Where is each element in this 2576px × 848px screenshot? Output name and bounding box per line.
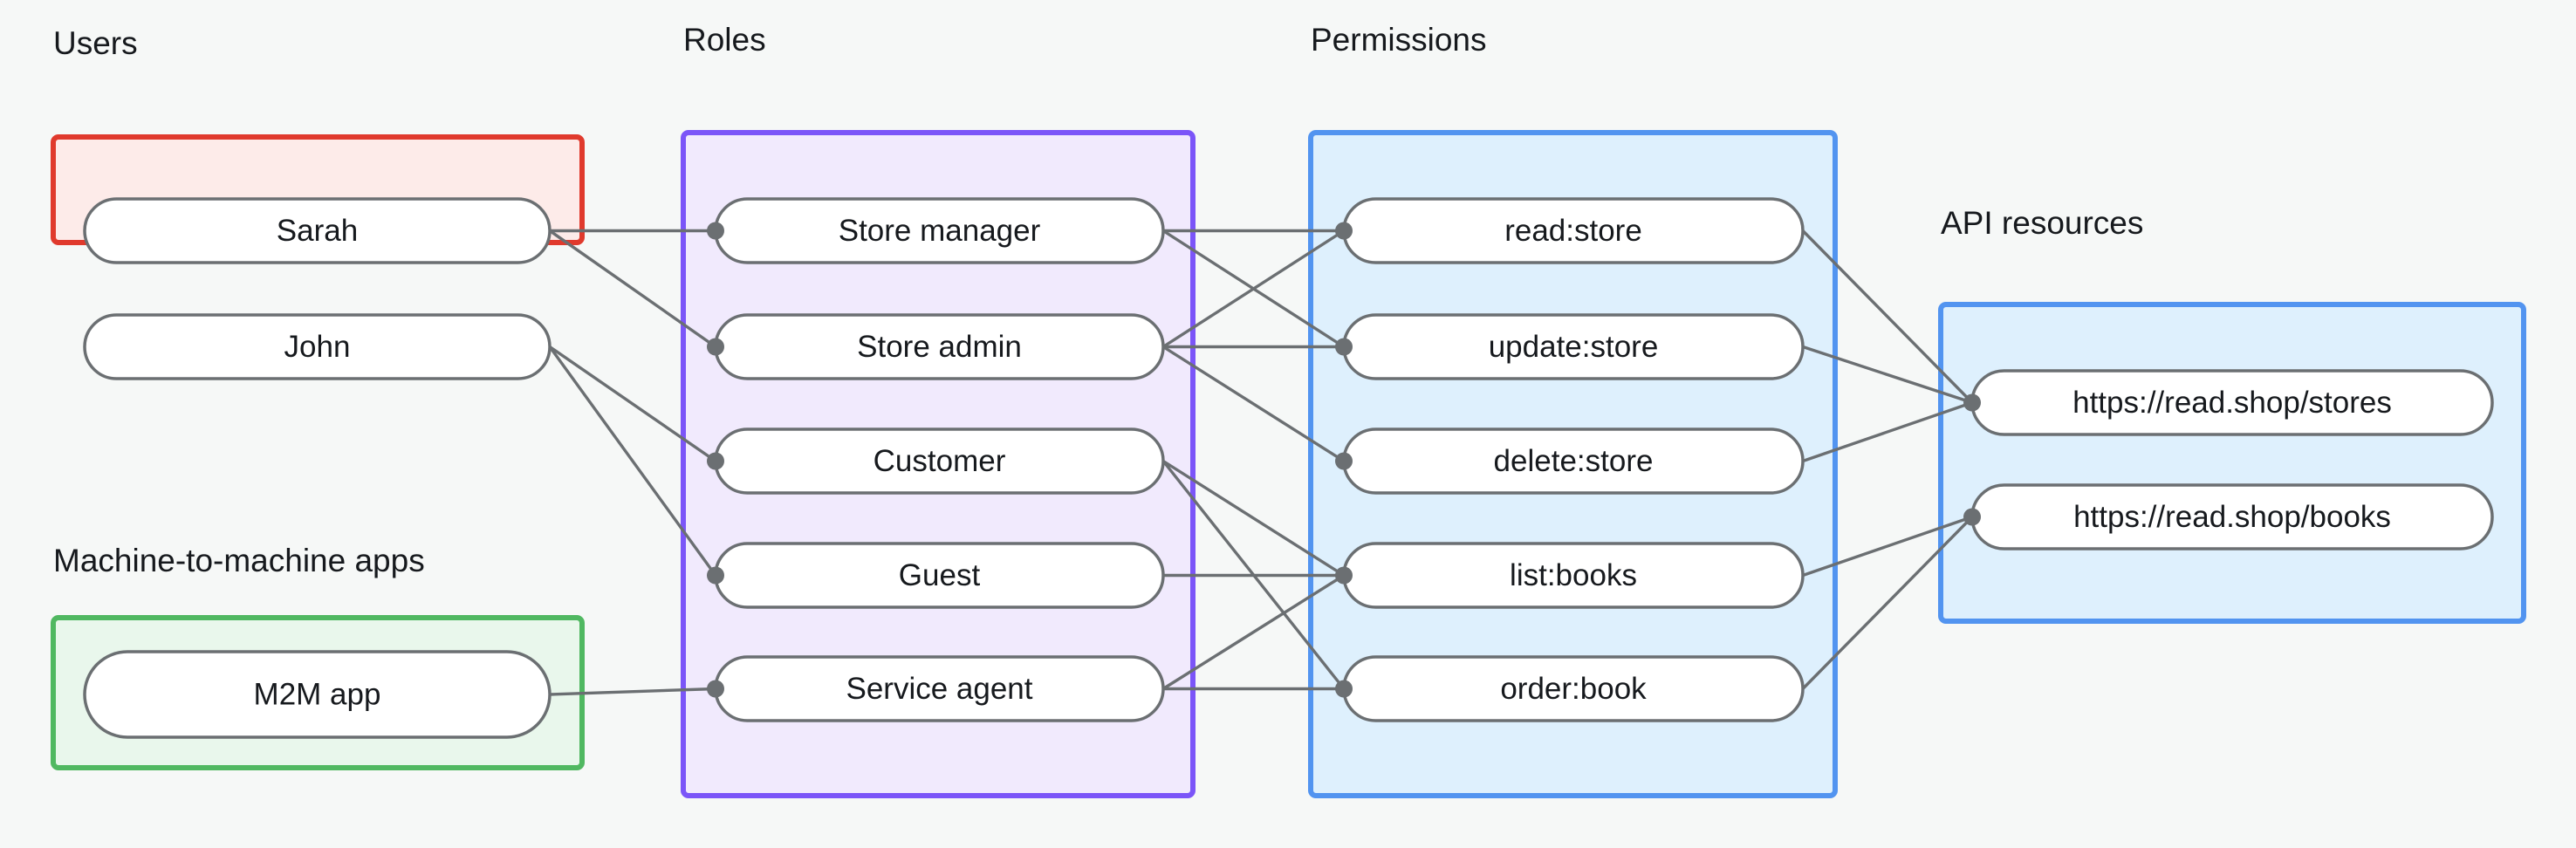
node-label-list-books: list:books	[1510, 558, 1637, 592]
node-label-read-store: read:store	[1504, 214, 1642, 248]
edge-endpoint-dot	[1963, 393, 1981, 412]
group-title-m2m: Machine-to-machine apps	[53, 543, 425, 578]
edge-endpoint-dot	[1335, 222, 1353, 240]
node-label-service-agent: Service agent	[846, 672, 1032, 706]
edge-endpoint-dot	[1335, 680, 1353, 698]
endpoints-layer	[707, 222, 1981, 698]
node-label-read-shop-stores: https://read.shop/stores	[2072, 386, 2392, 420]
edges-layer	[548, 229, 1974, 696]
group-title-roles: Roles	[683, 22, 766, 58]
node-label-m2m-app: M2M app	[254, 677, 381, 711]
edge-endpoint-dot	[707, 680, 724, 698]
edge-order-book-to-read-shop-books	[1801, 516, 1974, 690]
node-label-john: John	[284, 330, 351, 364]
edge-customer-to-list-books	[1162, 460, 1345, 577]
node-label-guest: Guest	[899, 558, 981, 592]
edge-john-to-customer	[549, 345, 716, 462]
edge-list-books-to-read-shop-books	[1802, 515, 1973, 578]
node-label-sarah: Sarah	[277, 214, 358, 248]
node-label-store-manager: Store manager	[839, 214, 1041, 248]
edge-endpoint-dot	[1335, 452, 1353, 470]
node-label-customer: Customer	[874, 444, 1006, 478]
node-label-read-shop-books: https://read.shop/books	[2073, 500, 2391, 534]
edge-endpoint-dot	[1963, 508, 1981, 526]
edge-endpoint-dot	[707, 222, 724, 240]
edge-endpoint-dot	[1335, 566, 1353, 585]
node-label-delete-store: delete:store	[1494, 444, 1654, 478]
edge-m2m-app-to-service-agent	[549, 687, 716, 696]
group-title-users: Users	[53, 25, 138, 61]
edge-read-store-to-read-shop-stores	[1801, 229, 1974, 404]
edge-endpoint-dot	[707, 566, 724, 585]
edge-update-store-to-read-shop-stores	[1802, 345, 1973, 405]
node-label-update-store: update:store	[1489, 330, 1659, 364]
edge-endpoint-dot	[1335, 338, 1353, 356]
edge-service-agent-to-list-books	[1162, 574, 1345, 690]
node-label-order-book: order:book	[1500, 672, 1647, 706]
node-m2m-app[interactable]	[83, 650, 552, 739]
group-title-api-resources: API resources	[1941, 205, 2143, 241]
group-box-api-resources	[1938, 302, 2526, 624]
edge-delete-store-to-read-shop-stores	[1802, 400, 1973, 463]
edge-endpoint-dot	[707, 338, 724, 356]
node-label-store-admin: Store admin	[857, 330, 1022, 364]
edge-store-admin-to-delete-store	[1162, 345, 1345, 462]
edge-john-to-guest	[548, 345, 717, 577]
edge-sarah-to-store-admin	[549, 229, 716, 348]
group-title-permissions: Permissions	[1311, 22, 1487, 58]
node-sarah[interactable]	[83, 197, 552, 264]
edge-store-admin-to-read-store	[1162, 229, 1345, 348]
edge-endpoint-dot	[707, 452, 724, 470]
node-john[interactable]	[83, 313, 552, 380]
